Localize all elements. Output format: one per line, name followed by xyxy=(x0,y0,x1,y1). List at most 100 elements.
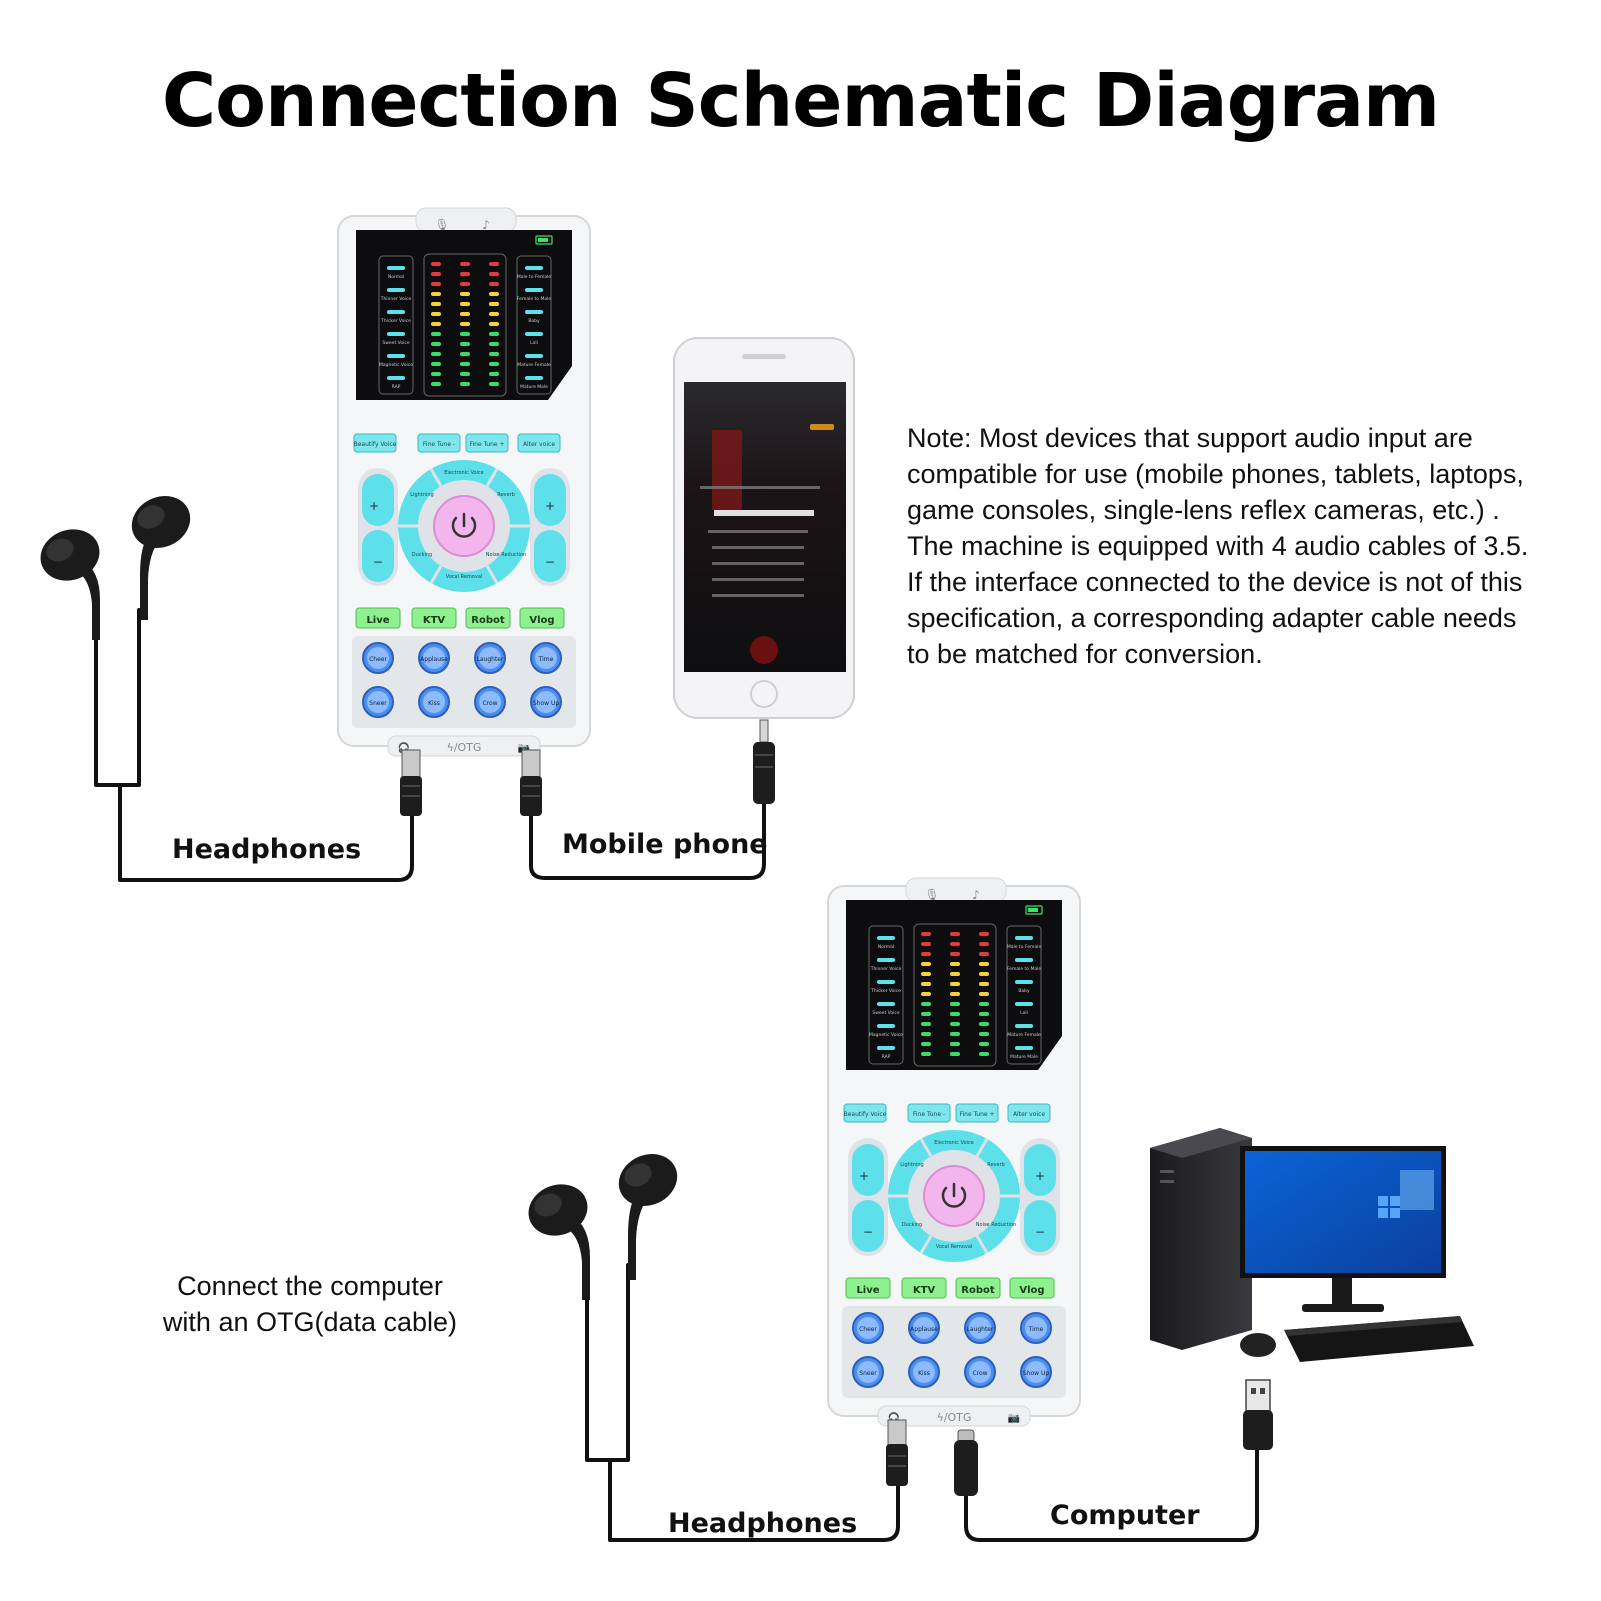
mode-label-right: Female to Male xyxy=(517,296,552,302)
level-meter-frame xyxy=(423,253,507,397)
headphone-cable-top xyxy=(94,608,141,787)
level-led xyxy=(431,262,441,266)
level-led xyxy=(921,952,931,956)
mode-label-right: Mature Female xyxy=(1007,1032,1041,1038)
mode-led xyxy=(387,310,405,314)
level-led xyxy=(979,962,989,966)
mode-label-left: Magnetic Voice xyxy=(379,362,413,368)
note-line: to be matched for conversion. xyxy=(907,639,1263,669)
level-meter-frame xyxy=(913,923,997,1067)
level-led xyxy=(431,332,441,336)
device-top-button-label: Beautify Voice xyxy=(354,441,397,448)
level-led xyxy=(921,992,931,996)
battery-icon xyxy=(535,235,553,245)
plus-icon: + xyxy=(1035,1169,1045,1183)
level-led xyxy=(460,262,470,266)
sound-effect-label: Sneer xyxy=(859,1370,877,1377)
mode-led xyxy=(387,376,405,380)
level-led xyxy=(489,262,499,266)
scene-button-label: Live xyxy=(856,1285,879,1296)
headphone-volume-up-button xyxy=(534,474,566,526)
sound-effect-label: Crow xyxy=(972,1370,987,1377)
device-top-button-label: Fine Tune + xyxy=(469,441,504,448)
mode-label-left: Normal xyxy=(388,274,404,280)
level-led xyxy=(950,1032,960,1036)
scene-button-label: Robot xyxy=(961,1285,995,1296)
level-led xyxy=(921,942,931,946)
mode-label-right: Loli xyxy=(530,340,538,346)
level-led xyxy=(950,992,960,996)
mode-label-left: Thicker Voice xyxy=(870,988,901,994)
mode-label-left: RAP xyxy=(392,384,401,390)
label-headphones-bottom: Headphones xyxy=(668,1508,858,1539)
plus-icon: + xyxy=(859,1169,869,1183)
mode-led xyxy=(387,266,405,270)
camera-port-icon: 📷 xyxy=(518,743,530,754)
ring-button-label: Noise Reduction xyxy=(976,1222,1016,1228)
level-led xyxy=(950,952,960,956)
scene-button-label: KTV xyxy=(913,1285,936,1296)
mode-label-left: Magnetic Voice xyxy=(869,1032,903,1038)
level-led xyxy=(950,972,960,976)
mic-volume-down-button xyxy=(362,530,394,582)
battery-level xyxy=(1028,908,1038,912)
level-led xyxy=(489,362,499,366)
ring-divider xyxy=(975,1235,989,1254)
level-led xyxy=(950,962,960,966)
otg-line: Connect the computer xyxy=(177,1271,443,1301)
mode-led xyxy=(877,958,895,962)
device-bottom-port xyxy=(877,1405,1031,1427)
scene-button-label: Live xyxy=(366,615,389,626)
scene-button xyxy=(411,607,457,629)
sound-effect-button-face xyxy=(423,691,445,713)
mode-label-left: RAP xyxy=(882,1054,891,1060)
level-led xyxy=(431,272,441,276)
level-led xyxy=(979,1002,989,1006)
level-led xyxy=(460,382,470,386)
mode-led xyxy=(525,332,543,336)
mode-led xyxy=(877,1024,895,1028)
sound-effect-label: Cheer xyxy=(369,656,387,663)
level-led xyxy=(460,282,470,286)
minus-icon: − xyxy=(373,555,383,569)
note-line: Note: Most devices that support audio in… xyxy=(907,423,1473,453)
audio-plug-icon xyxy=(520,749,542,816)
usb-c-plug-icon xyxy=(954,1429,978,1496)
note-line: game consoles, single-lens reflex camera… xyxy=(907,495,1500,525)
mode-led xyxy=(1015,958,1033,962)
sound-effect-button-face xyxy=(367,647,389,669)
ring-divider xyxy=(485,565,499,584)
level-led xyxy=(921,1022,931,1026)
ring-divider xyxy=(429,565,443,584)
mode-led xyxy=(525,310,543,314)
mode-label-right: Male to Female xyxy=(517,274,552,280)
sound-effect-label: Kiss xyxy=(918,1370,930,1377)
level-led xyxy=(950,1012,960,1016)
music-port-icon: ♪ xyxy=(972,888,980,902)
scene-button xyxy=(465,607,511,629)
ring-divider xyxy=(919,1138,933,1157)
note-line: specification, a corresponding adapter c… xyxy=(907,603,1517,633)
battery-icon xyxy=(1025,905,1043,915)
mode-led xyxy=(877,936,895,940)
power-icon xyxy=(941,1186,967,1208)
scene-button-label: KTV xyxy=(423,615,446,626)
note-line: compatible for use (mobile phones, table… xyxy=(907,459,1524,489)
battery-level xyxy=(538,238,548,242)
ring-button-label: Ducking xyxy=(412,552,432,558)
mode-panel-left xyxy=(868,925,904,1065)
sound-effect-label: Laughter xyxy=(967,1326,994,1333)
headphone-volume-down-button xyxy=(534,530,566,582)
level-led xyxy=(979,932,989,936)
level-led xyxy=(431,382,441,386)
level-led xyxy=(431,292,441,296)
level-led xyxy=(489,372,499,376)
device-top-button xyxy=(353,433,397,453)
ring-button-label: Vocal Removal xyxy=(446,574,483,580)
level-led xyxy=(950,932,960,936)
sound-effect-button-face xyxy=(423,647,445,669)
level-led xyxy=(950,1002,960,1006)
mode-panel-right xyxy=(1006,925,1042,1065)
audio-plug-icon xyxy=(400,749,422,816)
ring-button-label: Electronic Voice xyxy=(934,1140,974,1146)
